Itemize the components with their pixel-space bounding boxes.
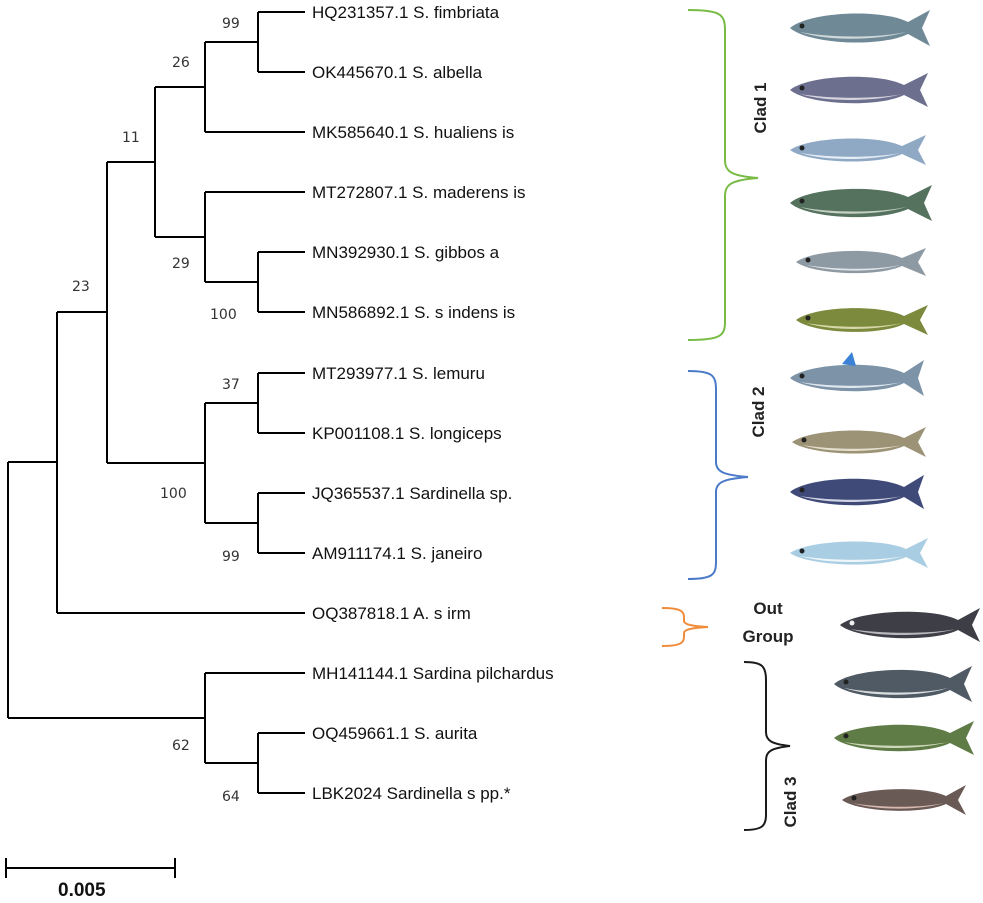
- fish-image: [790, 352, 924, 396]
- leaf-label: JQ365537.1 Sardinella sp.: [312, 484, 512, 503]
- fish-image: [842, 785, 966, 815]
- clade2-bracket: [687, 370, 749, 580]
- bootstrap-value: 100: [210, 307, 237, 323]
- outgroup-bracket: [661, 607, 709, 647]
- leaf-label: KP001108.1 S. longiceps: [312, 424, 502, 443]
- fish-image: [790, 185, 932, 221]
- clade3-label: Clad 3: [781, 776, 800, 827]
- bootstrap-value: 26: [172, 55, 190, 71]
- leaf-label: LBK2024 Sardinella s pp.*: [312, 784, 511, 803]
- node-lemuru-longiceps: [205, 373, 259, 433]
- node-clade2: [107, 403, 206, 523]
- leaf-label: HQ231357.1 S. fimbriata: [312, 3, 500, 22]
- leaf-labels: HQ231357.1 S. fimbriata OK445670.1 S. al…: [312, 3, 554, 803]
- leaf-label: MT272807.1 S. maderens is: [312, 183, 526, 202]
- node-fimbriata-albella: [205, 12, 259, 72]
- clade3-bracket: [743, 661, 791, 831]
- fish-image: [792, 427, 926, 457]
- bootstrap-value: 37: [222, 377, 240, 393]
- outgroup-label-line2: Group: [743, 627, 794, 646]
- clade1-label: Clad 1: [751, 82, 770, 133]
- node-jq-janeiro: [205, 493, 259, 553]
- fish-images: [790, 10, 980, 815]
- fish-image: [834, 666, 972, 702]
- bootstrap-value: 100: [160, 486, 187, 502]
- leaf-label: OK445670.1 S. albella: [312, 63, 483, 82]
- bootstrap-value: 62: [172, 738, 190, 754]
- fish-image: [790, 73, 928, 107]
- tree-branches: [7, 11, 305, 794]
- fish-image: [790, 475, 924, 509]
- node-clade-b: [155, 192, 206, 282]
- fish-image: [796, 305, 928, 335]
- fish-image: [790, 135, 926, 165]
- leaf-label: MH141144.1 Sardina pilchardus: [312, 664, 554, 683]
- scale-bar-label: 0.005: [58, 880, 106, 901]
- fish-image: [834, 721, 974, 755]
- clade-brackets: [661, 9, 791, 831]
- node-clade1: [107, 87, 156, 237]
- node-aurita-lbk: [205, 733, 259, 793]
- clade-labels: Clad 1 Clad 2 Out Group Clad 3: [743, 82, 801, 827]
- bootstrap-values: 99 26 11 29 100 23 37 100 99 62 64: [72, 16, 240, 805]
- bootstrap-value: 99: [222, 549, 240, 565]
- scale-bar: 0.005: [5, 858, 176, 901]
- leaf-label: MT293977.1 S. lemuru: [312, 364, 485, 383]
- node-clade1-clade2: [57, 162, 108, 463]
- fish-image: [840, 608, 980, 642]
- clade2-label: Clad 2: [749, 386, 768, 437]
- fish-image: [796, 248, 926, 276]
- fish-image: [790, 10, 930, 46]
- node-clade3: [8, 673, 206, 763]
- bootstrap-value: 23: [72, 279, 90, 295]
- bootstrap-value: 29: [172, 256, 190, 272]
- leaf-label: AM911174.1 S. janeiro: [312, 544, 482, 563]
- outgroup-label-line1: Out: [753, 599, 783, 618]
- leaf-label: OQ459661.1 S. aurita: [312, 724, 478, 743]
- leaf-label: OQ387818.1 A. s irm: [312, 604, 471, 623]
- node-clade-a: [155, 42, 206, 132]
- scale-bar-line: [5, 858, 176, 878]
- bootstrap-value: 99: [222, 16, 240, 32]
- leaf-label: MK585640.1 S. hualiens is: [312, 123, 514, 142]
- leaf-label: MN586892.1 S. s indens is: [312, 303, 515, 322]
- fish-image: [790, 538, 928, 568]
- bootstrap-value: 11: [122, 130, 140, 146]
- bootstrap-value: 64: [222, 789, 240, 805]
- leaf-label: MN392930.1 S. gibbos a: [312, 243, 500, 262]
- node-gibbosa-sindensis: [205, 252, 259, 312]
- clade1-bracket: [687, 9, 759, 341]
- node-ingroup-outgroup: [8, 312, 58, 613]
